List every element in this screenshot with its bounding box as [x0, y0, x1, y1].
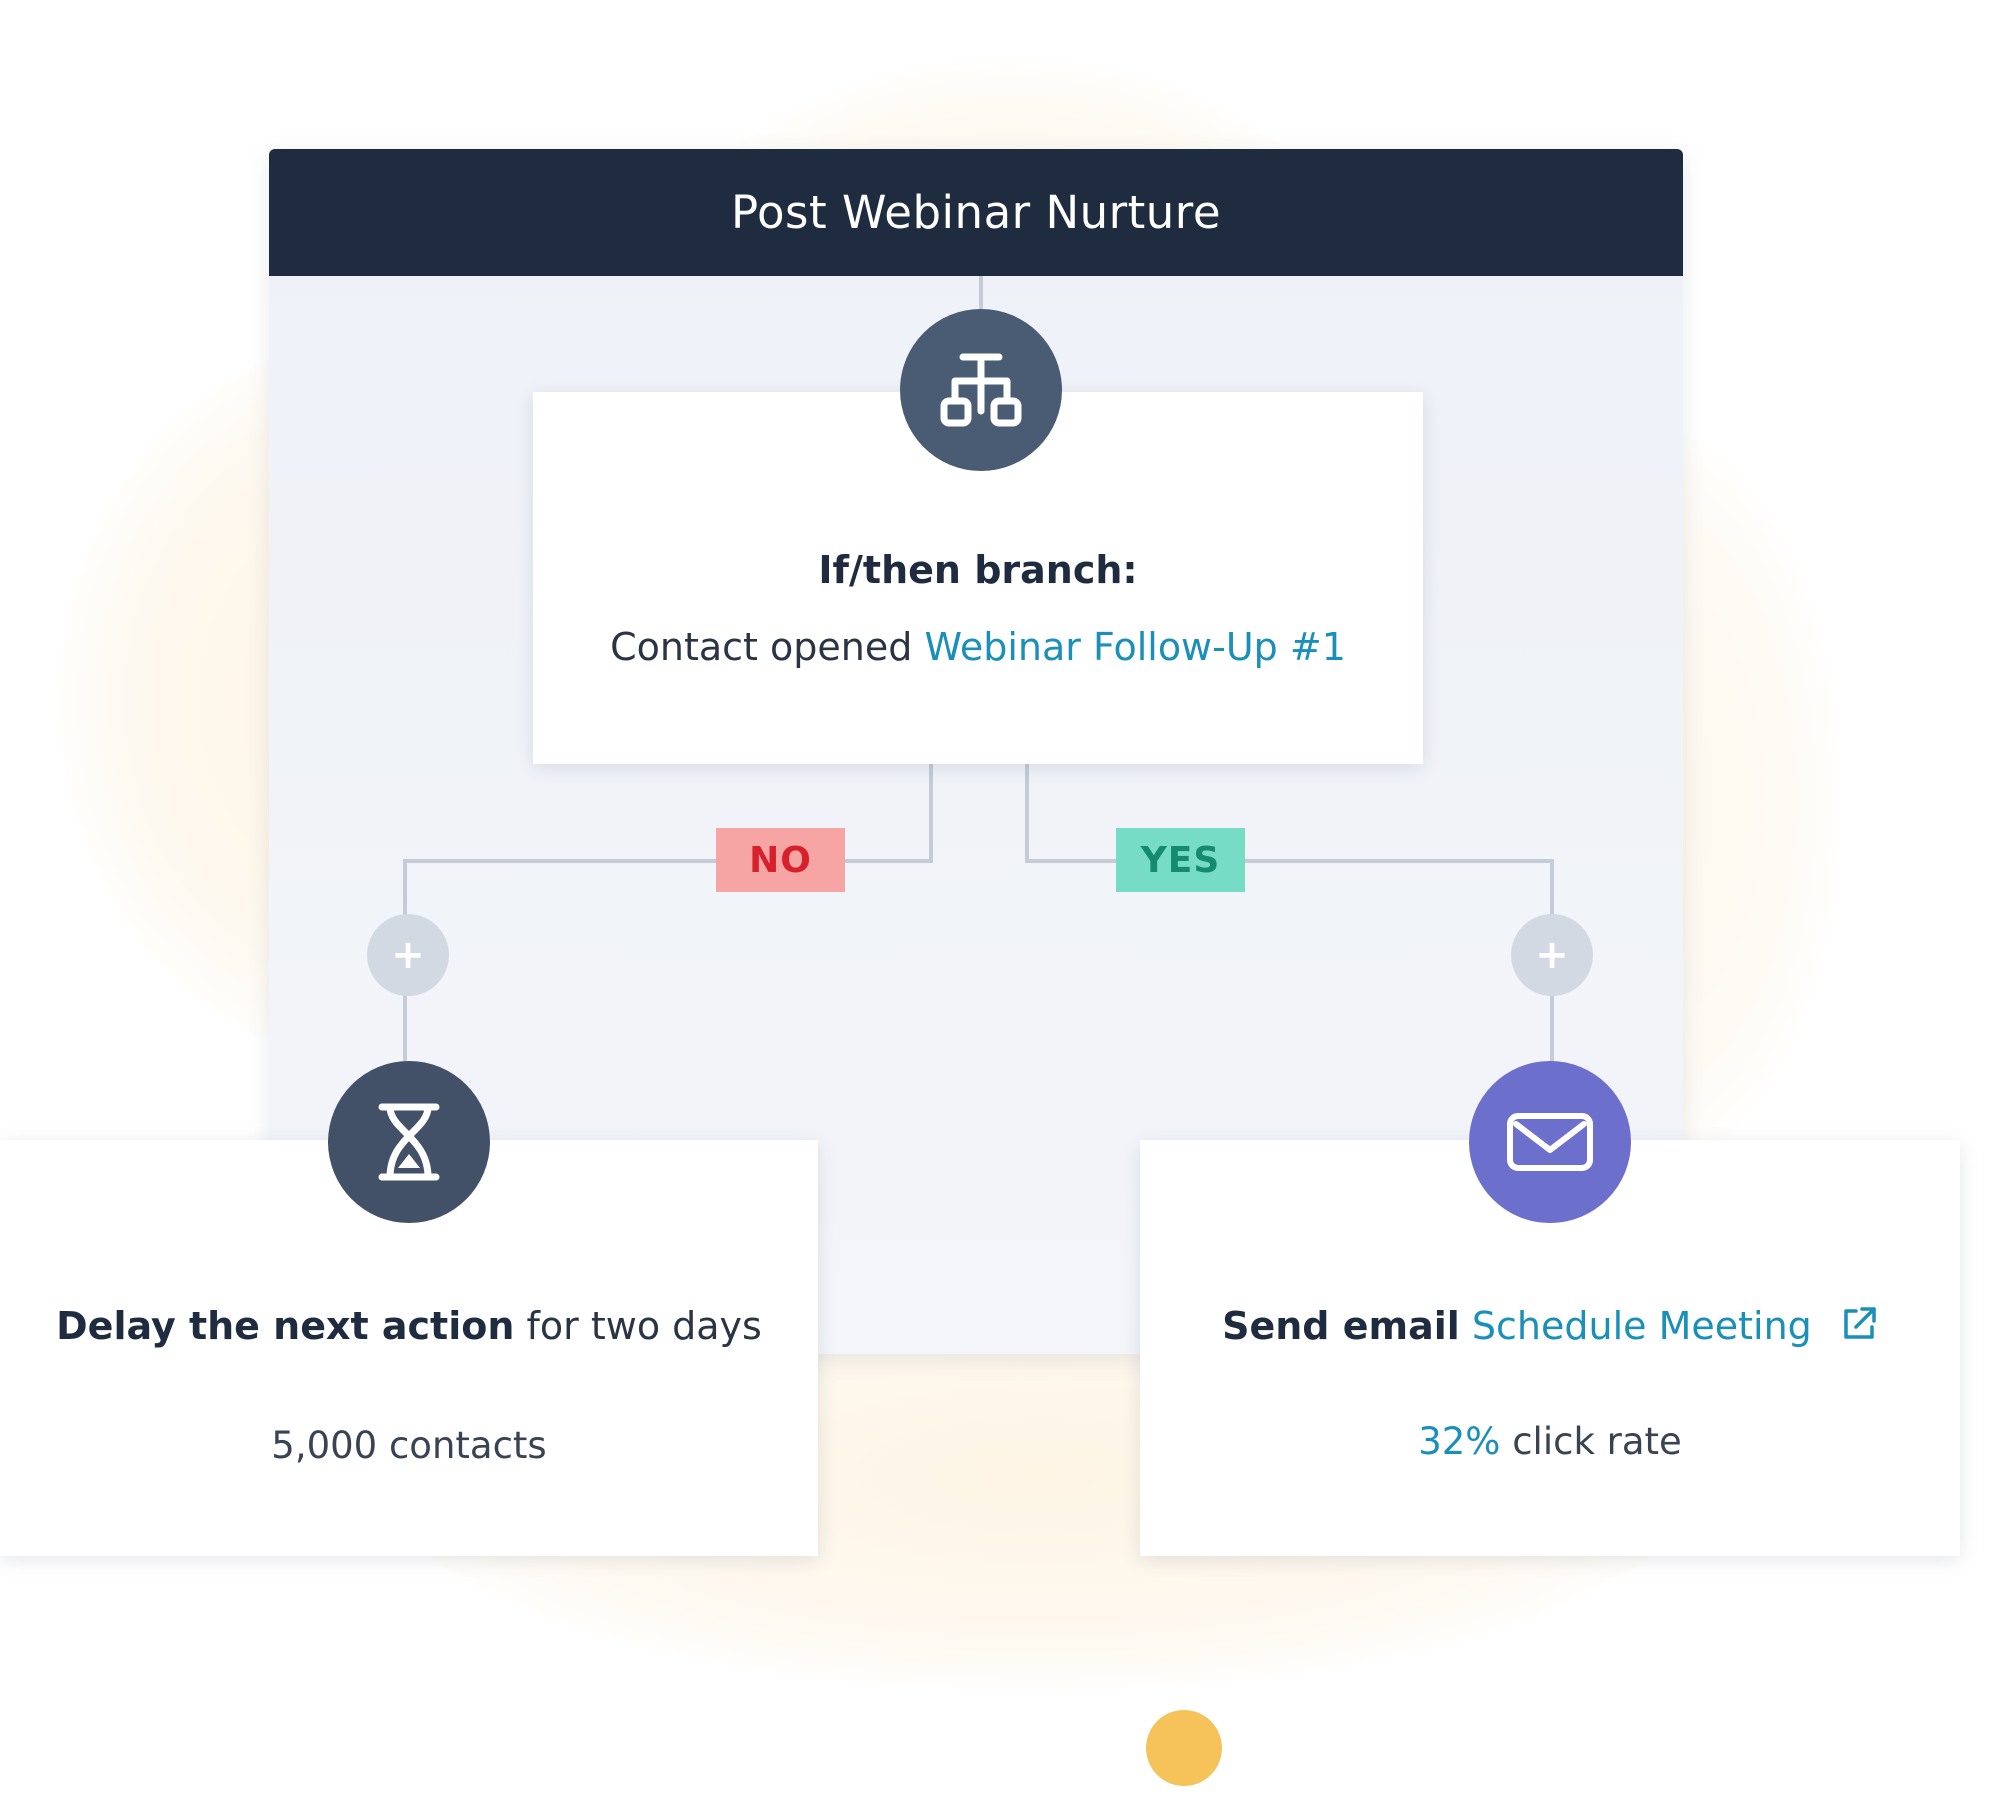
- branch-node[interactable]: [900, 309, 1062, 471]
- delay-action-duration: for two days: [526, 1304, 762, 1348]
- delay-action-bold: Delay the next action: [56, 1304, 515, 1348]
- add-action-button-no[interactable]: +: [367, 914, 449, 996]
- branch-icon: [940, 353, 1022, 427]
- add-action-button-yes[interactable]: +: [1511, 914, 1593, 996]
- delay-contacts-count: 5,000 contacts: [271, 1424, 547, 1467]
- click-rate-label: click rate: [1512, 1420, 1682, 1463]
- click-rate-value: 32%: [1418, 1420, 1501, 1463]
- email-action-title: Send email Schedule Meeting: [1140, 1304, 1960, 1348]
- condition-email-link[interactable]: Webinar Follow-Up #1: [924, 625, 1346, 669]
- branch-title: If/then branch:: [818, 548, 1138, 592]
- external-link-icon[interactable]: [1840, 1305, 1878, 1343]
- delay-action-title: Delay the next action for two days: [0, 1304, 818, 1348]
- condition-prefix: Contact opened: [610, 625, 913, 669]
- branch-condition: Contact opened Webinar Follow-Up #1: [533, 625, 1423, 669]
- connector-line-yes: [1025, 764, 1554, 1062]
- email-click-rate: 32% click rate: [1140, 1420, 1960, 1463]
- email-node[interactable]: [1469, 1061, 1631, 1223]
- envelope-icon: [1507, 1113, 1593, 1171]
- email-name-link[interactable]: Schedule Meeting: [1471, 1304, 1812, 1348]
- delay-node[interactable]: [328, 1061, 490, 1223]
- yes-path-badge: YES: [1116, 828, 1245, 892]
- connector-line-no: [403, 764, 933, 1062]
- workflow-title: Post Webinar Nurture: [269, 149, 1683, 276]
- email-action-bold: Send email: [1222, 1304, 1460, 1348]
- no-path-badge: NO: [716, 828, 845, 892]
- accent-dot: [1146, 1710, 1222, 1786]
- hourglass-icon: [378, 1103, 440, 1181]
